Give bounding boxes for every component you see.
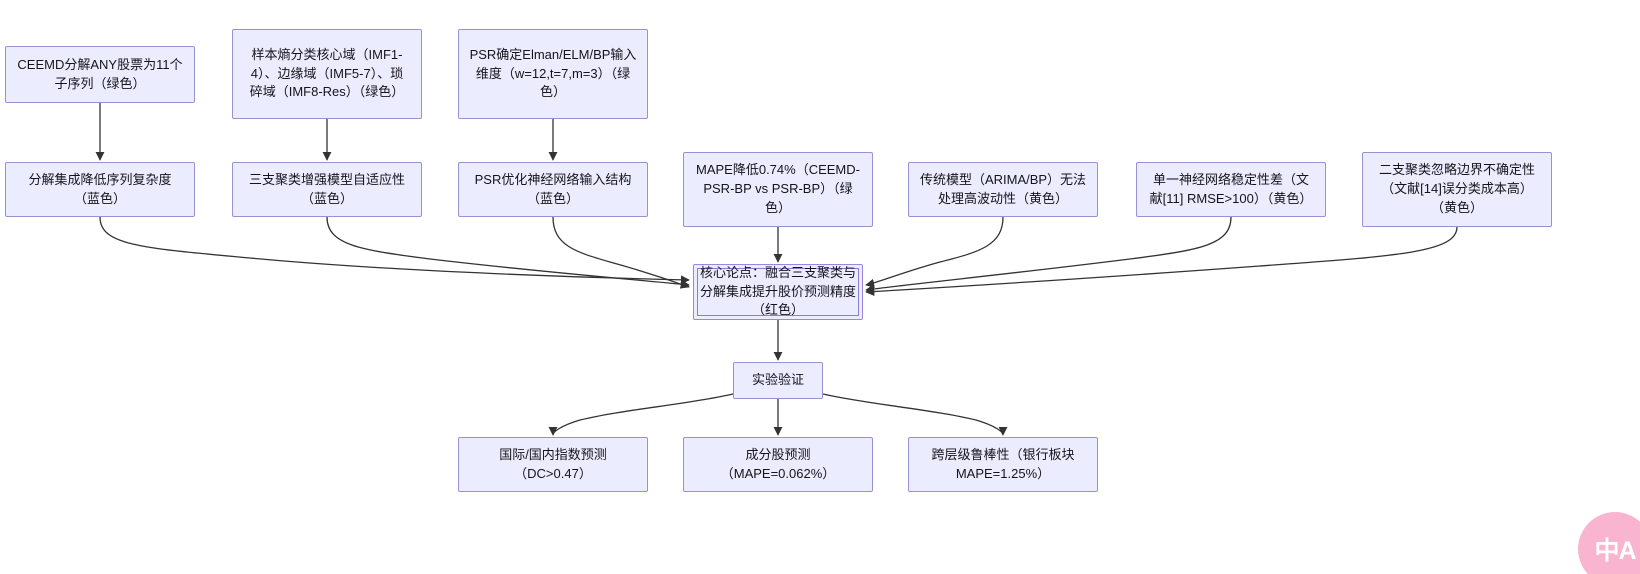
node-label: CEEMD分解ANY股票为11个 子序列（绿色） (17, 56, 183, 91)
node-label: 三支聚类增强模型自适应性 （蓝色） (248, 171, 405, 206)
node-decomposition-reduces-complexity[interactable]: 分解集成降低序列复杂度 （蓝色） (5, 162, 195, 217)
edge-n6-core (552, 216, 690, 289)
node-label: 核心论点：融合三支聚类与 分解集成提升股价预测精度 （红色） (699, 264, 856, 318)
node-result-cross-level-robustness[interactable]: 跨层级鲁棒性（银行板块 MAPE=1.25%） (908, 437, 1098, 492)
node-result-constituent-stock-forecast[interactable]: 成分股预测 （MAPE=0.062%） (683, 437, 873, 492)
node-traditional-model-limitation[interactable]: 传统模型（ARIMA/BP）无法 处理高波动性（黄色） (908, 162, 1098, 217)
node-single-network-instability[interactable]: 单一神经网络稳定性差（文 献[11] RMSE>100）（黄色） (1136, 162, 1326, 217)
edge-exp-r3 (822, 393, 1008, 436)
node-experiment-verification[interactable]: 实验验证 (733, 362, 823, 399)
node-label: PSR优化神经网络输入结构 （蓝色） (474, 171, 632, 206)
node-three-way-clustering-adaptivity[interactable]: 三支聚类增强模型自适应性 （蓝色） (232, 162, 422, 217)
node-psr-optimizes-input-structure[interactable]: PSR优化神经网络输入结构 （蓝色） (458, 162, 648, 217)
node-label: MAPE降低0.74%（CEEMD- PSR-BP vs PSR-BP）（绿 色… (696, 162, 860, 215)
node-label: 国际/国内指数预测 （DC>0.47） (499, 446, 607, 481)
node-label: 分解集成降低序列复杂度 （蓝色） (28, 171, 172, 206)
edge-n4-core (99, 216, 690, 285)
node-label: 二支聚类忽略边界不确定性 （文献[14]误分类成本高） （黄色） (1378, 162, 1535, 215)
edge-n10-core (865, 226, 1458, 297)
node-two-way-clustering-boundary[interactable]: 二支聚类忽略边界不确定性 （文献[14]误分类成本高） （黄色） (1362, 152, 1552, 227)
node-sample-entropy-classification[interactable]: 样本熵分类核心域（IMF1- 4）、边缘域（IMF5-7）、琐 碎域（IMF8-… (232, 29, 422, 119)
node-core-claim[interactable]: 核心论点：融合三支聚类与 分解集成提升股价预测精度 （红色） (693, 264, 863, 320)
node-mape-reduction-evidence[interactable]: MAPE降低0.74%（CEEMD- PSR-BP vs PSR-BP）（绿 色… (683, 152, 873, 227)
watermark-text: 中A (1594, 537, 1636, 565)
edge-n9-core (865, 216, 1232, 294)
edge-exp-r1 (548, 393, 734, 436)
node-result-index-forecast[interactable]: 国际/国内指数预测 （DC>0.47） (458, 437, 648, 492)
node-label: 单一神经网络稳定性差（文 献[11] RMSE>100）（黄色） (1149, 171, 1313, 206)
node-label: 成分股预测 （MAPE=0.062%） (720, 446, 836, 481)
core-claim-inner: 核心论点：融合三支聚类与 分解集成提升股价预测精度 （红色） (697, 265, 859, 317)
node-label: 跨层级鲁棒性（银行板块 MAPE=1.25%） (931, 446, 1075, 481)
edge-n8-core (865, 216, 1004, 288)
node-label: 实验验证 (751, 372, 804, 388)
node-label: PSR确定Elman/ELM/BP输入 维度（w=12,t=7,m=3）（绿 色… (469, 46, 637, 100)
node-label: 样本熵分类核心域（IMF1- 4）、边缘域（IMF5-7）、琐 碎域（IMF8-… (249, 46, 405, 100)
edge-n5-core (326, 216, 690, 289)
node-psr-input-dimension[interactable]: PSR确定Elman/ELM/BP输入 维度（w=12,t=7,m=3）（绿 色… (458, 29, 648, 119)
node-ceemd-decomposition[interactable]: CEEMD分解ANY股票为11个 子序列（绿色） (5, 46, 195, 103)
watermark-badge: 中A (1578, 512, 1640, 574)
node-label: 传统模型（ARIMA/BP）无法 处理高波动性（黄色） (919, 171, 1087, 206)
